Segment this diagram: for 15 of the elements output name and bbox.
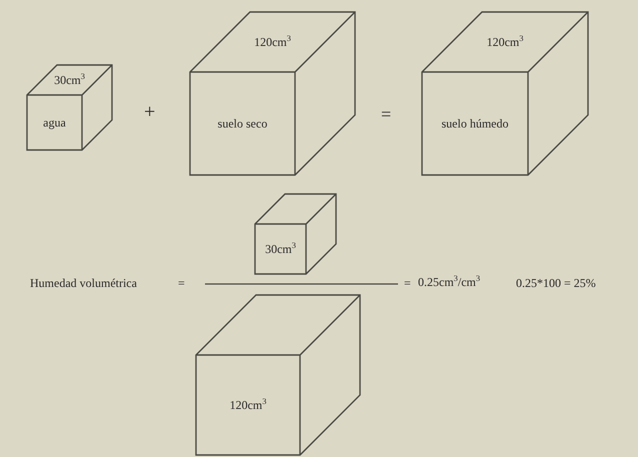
equals-sign: =	[381, 104, 392, 125]
cube-label: agua	[43, 115, 66, 130]
percentage-result: 0.25*100 = 25%	[516, 276, 596, 291]
volume-label: 120cm$^{3}$	[254, 34, 291, 50]
volume-label: 120cm$^{3}$	[486, 34, 524, 50]
plus-sign: +	[144, 101, 156, 124]
cube-label: 30cm$^{3}$	[265, 241, 296, 257]
result-value: 0.25cm$^{3}$/cm$^{3}$	[418, 274, 480, 290]
volume-label: 30cm$^{3}$	[54, 72, 85, 88]
equals-sign: =	[404, 276, 411, 291]
formula-label: Humedad volumétrica	[30, 276, 137, 291]
cube-label: 120cm$^{3}$	[230, 397, 266, 413]
cube-label: suelo seco	[218, 116, 268, 131]
equals-sign: =	[178, 276, 185, 291]
cube-label: suelo húmedo	[442, 116, 508, 131]
